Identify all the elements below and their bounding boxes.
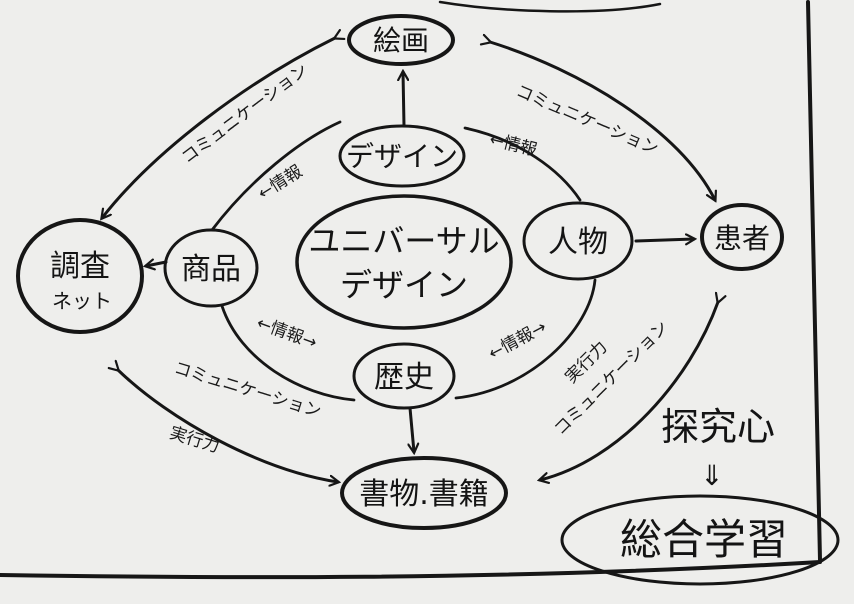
shohin-design-arc <box>210 120 342 232</box>
shohin-label: 商品 <box>181 252 241 287</box>
tankyushin-label: 探究心 <box>661 405 775 449</box>
joho-label-rekishi-jinbutsu: ←情報→ <box>485 317 550 364</box>
design-to-kaiga-arrow <box>403 72 404 128</box>
kanja-node-outline <box>700 203 784 271</box>
kaiga-node-outline <box>347 14 455 66</box>
shomotsu-label: 書物.書籍 <box>359 477 489 512</box>
rekishi-node-outline <box>352 342 456 410</box>
chosa-label-line2: ネット <box>52 289 112 313</box>
kanja-label: 患者 <box>714 222 770 255</box>
design-jinbutsu-arc <box>463 126 582 202</box>
tankyu-down-arrow: ⇓ <box>700 459 723 492</box>
universal-design-node-outline <box>295 194 513 330</box>
universal-design-label-line2: デザイン <box>340 266 468 304</box>
kaiga-label: 絵画 <box>373 24 429 57</box>
kaiga-kanja-arc <box>490 42 715 200</box>
shohin-to-chosa-arrow <box>146 262 168 266</box>
kanja-shomotsu-arc <box>540 302 718 480</box>
chosa-shomotsu-arc <box>118 370 338 482</box>
jinbutsu-label: 人物 <box>548 225 608 260</box>
paper-border-right <box>806 0 822 562</box>
shomotsu-node-outline <box>340 456 508 530</box>
sogo-gakushu-node-outline <box>560 494 840 586</box>
kaiga-chosa-arc <box>102 38 335 218</box>
rekishi-label: 歴史 <box>374 360 434 395</box>
joho-label-shohin-design: ←情報 <box>255 161 307 204</box>
jinbutsu-to-kanja-arrow <box>634 239 694 241</box>
rekishi-to-shomotsu-arrow <box>410 406 414 452</box>
jinbutsu-node-outline <box>522 201 634 281</box>
design-label: デザイン <box>346 140 458 173</box>
paper-border-bottom <box>0 560 822 580</box>
chosa-label-line1: 調査 <box>50 249 110 284</box>
sogo-gakushu-label: 総合学習 <box>620 515 788 564</box>
chosa-node-outline <box>16 218 144 334</box>
universal-design-label-line1: ユニバーサル <box>308 222 499 260</box>
top-scribble <box>438 0 662 13</box>
joho-label-shohin-rekishi: ←情報→ <box>254 313 320 353</box>
comm-label-chosa-shomotsu: コミュニケーション <box>172 358 324 422</box>
joho-label-design-jinbutsu: ←情報 <box>487 130 539 161</box>
